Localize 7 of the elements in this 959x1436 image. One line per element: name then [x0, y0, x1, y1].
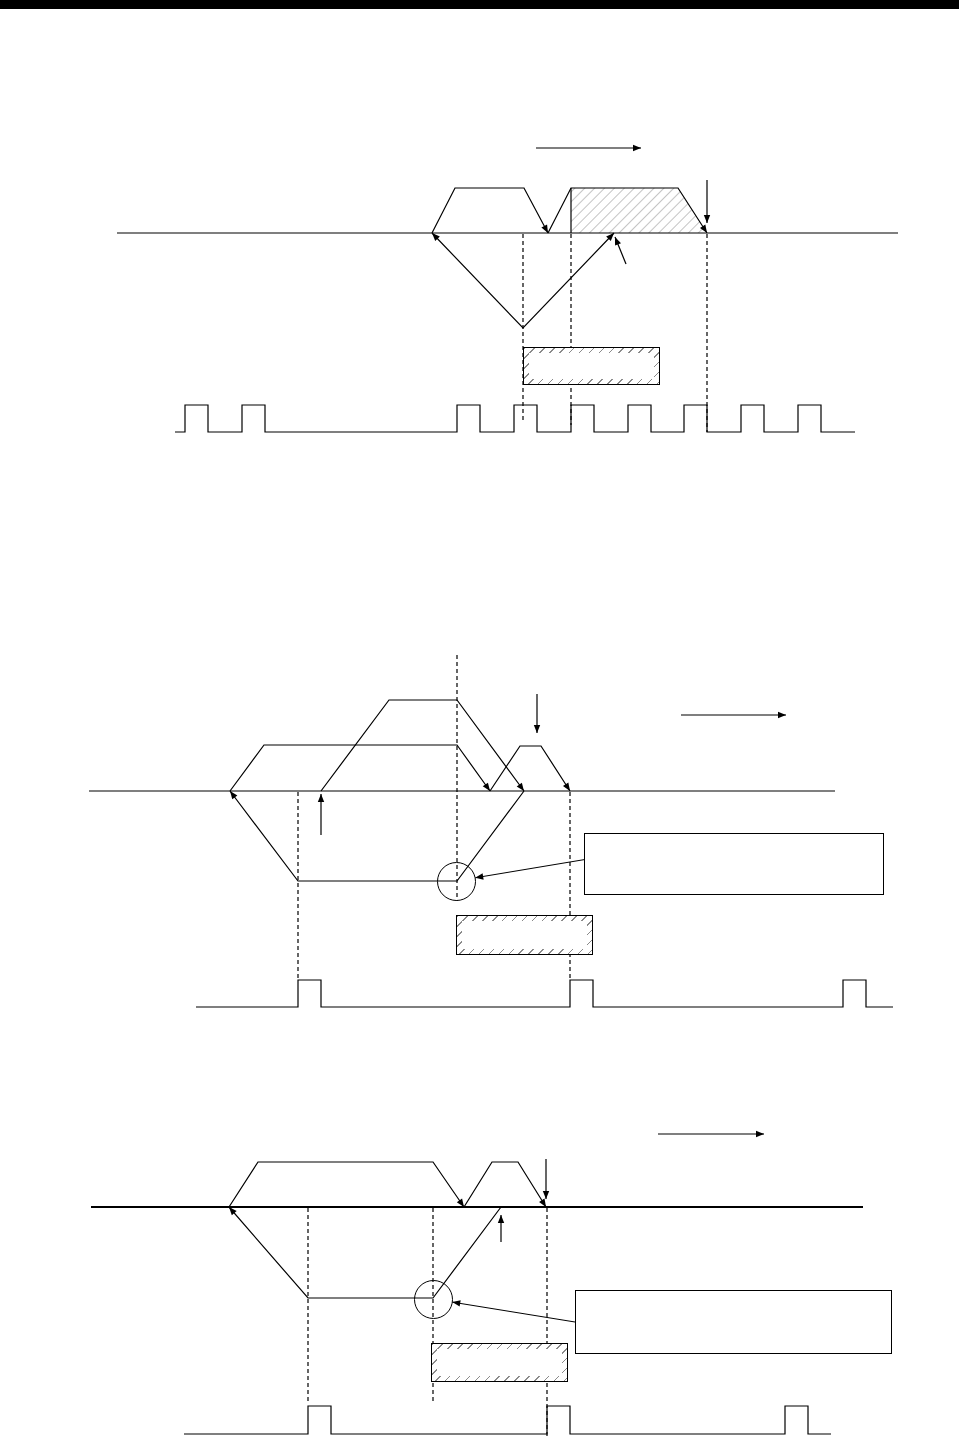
callout-box	[575, 1290, 892, 1354]
hatched-box	[431, 1343, 568, 1382]
hatched-box	[456, 915, 593, 955]
hatched-box	[523, 347, 660, 385]
leader-arrow	[451, 1300, 576, 1323]
leader-arrow	[474, 859, 585, 880]
callout-box	[584, 833, 884, 895]
